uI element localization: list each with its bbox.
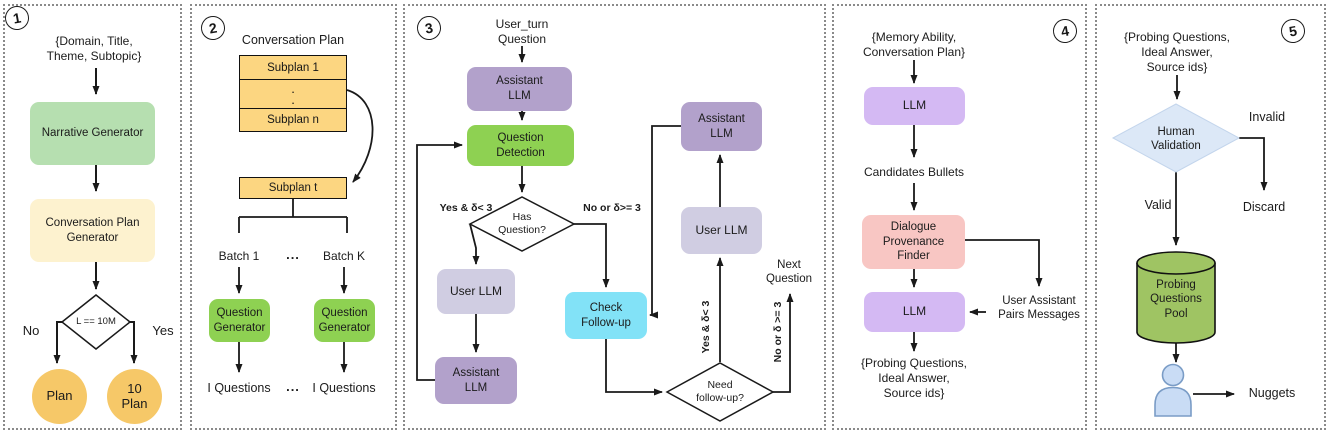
ten-plan-output-node: 10 Plan <box>107 369 162 424</box>
invalid-branch-label: Invalid <box>1248 110 1286 124</box>
check-followup-node: Check Follow-up <box>565 292 647 339</box>
person-icon <box>1154 363 1192 417</box>
probing-questions-pool-label: Probing Questions Pool <box>1150 279 1202 320</box>
panel-4-input-label: {Memory Ability, Conversation Plan} <box>862 30 966 59</box>
need-followup-yes-label: Yes & δ< 3 <box>700 300 712 354</box>
plan-output-node: Plan <box>32 369 87 424</box>
conversation-plan-generator-node: Conversation Plan Generator <box>30 199 155 262</box>
panel-4-number-badge: 4 <box>1051 17 1079 45</box>
llm-node-1: LLM <box>864 87 965 125</box>
batch-ellipsis: ... <box>286 247 300 262</box>
i-questions-label-2: I Questions <box>312 381 376 395</box>
question-generator-node-1: Question Generator <box>209 299 270 342</box>
user-llm-node-right: User LLM <box>681 207 762 254</box>
question-generator-node-2: Question Generator <box>314 299 375 342</box>
subplan-1-row: Subplan 1 <box>240 56 346 79</box>
has-question-yes-label: Yes & δ< 3 <box>439 202 493 214</box>
assistant-llm-node-left: Assistant LLM <box>435 357 517 404</box>
conversation-plan-title: Conversation Plan <box>241 33 345 47</box>
i-questions-label-1: I Questions <box>207 381 271 395</box>
panel-4-probing-question-creation: 4 {Memory Ability, Conversation Plan} LL… <box>832 4 1087 430</box>
subplan-n-row: Subplan n <box>240 108 346 131</box>
subplan-t-node: Subplan t <box>239 177 347 199</box>
panel-4-output-label: {Probing Questions, Ideal Answer, Source… <box>860 356 968 400</box>
panel-1-number-badge: 1 <box>3 4 31 32</box>
subplan-table: Subplan 1 . . Subplan n <box>239 55 347 132</box>
candidates-bullets-label: Candidates Bullets <box>863 165 965 179</box>
panel-1-input-label: {Domain, Title, Theme, Subtopic} <box>46 34 142 63</box>
nuggets-label: Nuggets <box>1248 386 1296 400</box>
question-detection-node: Question Detection <box>467 125 574 166</box>
length-decision-label: L == 10M <box>76 316 116 327</box>
panel-3-number-badge: 3 <box>415 14 443 42</box>
yes-branch-label: Yes <box>152 323 174 338</box>
need-followup-decision-label: Need follow-up? <box>696 379 744 405</box>
user-assistant-pairs-label: User Assistant Pairs Messages <box>998 295 1080 322</box>
dialogue-provenance-finder-node: Dialogue Provenance Finder <box>862 215 965 269</box>
user-turn-question-label: User_turn Question <box>495 17 549 46</box>
panel-1-conversation-plan-generation: 1 {Domain, Title, Theme, Subtopic} Narra… <box>3 4 182 430</box>
panel-2-question-generation: 2 Conversation Plan Subplan 1 . . Subpla… <box>190 4 397 430</box>
has-question-no-label: No or δ>= 3 <box>583 202 641 214</box>
human-validation-label: Human Validation <box>1151 126 1201 153</box>
subplan-dots-row: . . <box>240 79 346 108</box>
llm-node-2: LLM <box>864 292 965 332</box>
assistant-llm-node-top: Assistant LLM <box>467 67 572 111</box>
panel-5-number-badge: 5 <box>1279 17 1307 45</box>
batch-1-label: Batch 1 <box>218 249 260 263</box>
next-question-label: Next Question <box>765 259 813 286</box>
assistant-llm-node-right: Assistant LLM <box>681 102 762 151</box>
questions-ellipsis: ... <box>286 379 300 394</box>
narrative-generator-node: Narrative Generator <box>30 102 155 165</box>
no-branch-label: No <box>22 323 40 338</box>
panel-5-input-label: {Probing Questions, Ideal Answer, Source… <box>1123 30 1231 74</box>
batch-k-label: Batch K <box>322 249 366 263</box>
panel-3-dialogue-simulation: 3 User_turn Question Assistant LLM Quest… <box>403 4 826 430</box>
panel-5-human-validation: 5 {Probing Questions, Ideal Answer, Sour… <box>1095 4 1326 430</box>
valid-branch-label: Valid <box>1144 198 1172 212</box>
user-llm-node-left: User LLM <box>437 269 515 314</box>
discard-label: Discard <box>1242 200 1286 214</box>
need-followup-no-label: No or δ >= 3 <box>772 301 784 363</box>
